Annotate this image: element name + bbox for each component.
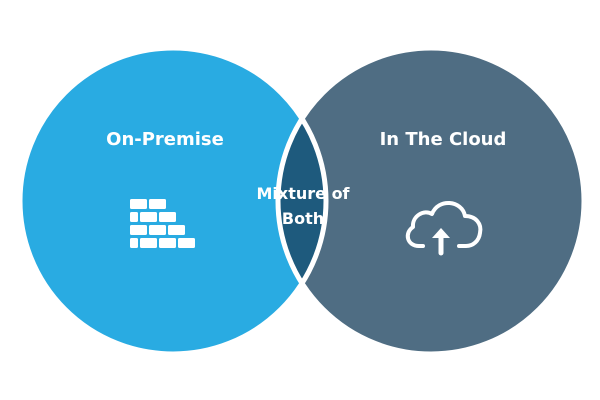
on-premise-label: On-Premise xyxy=(106,129,224,150)
on-premise-circle xyxy=(20,48,326,354)
left-circle-outline xyxy=(17,45,329,357)
mixture-of-both-label: Mixture of Both xyxy=(256,184,350,228)
brick-wall-icon xyxy=(130,199,195,248)
in-the-cloud-label: In The Cloud xyxy=(379,129,507,150)
cloud-upload-icon xyxy=(405,201,483,256)
right-circle-outline xyxy=(275,45,587,357)
in-the-cloud-circle xyxy=(278,48,584,354)
